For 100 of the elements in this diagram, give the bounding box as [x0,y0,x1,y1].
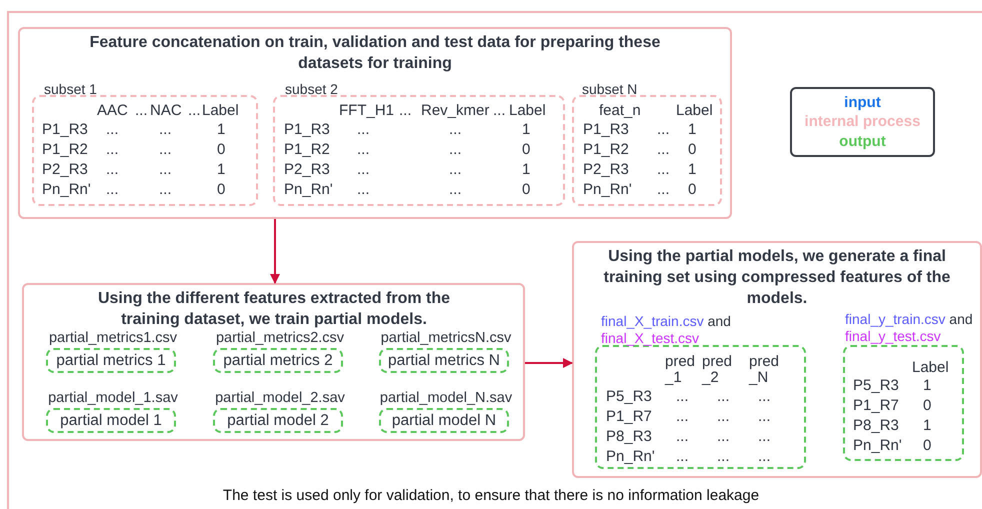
file-name: partial_model_1.sav [47,390,179,407]
column-header: Label [509,103,546,118]
column-header: Rev_kmer [421,103,490,118]
table-cell: ... [159,122,172,137]
box-label: partial metrics N [388,352,500,370]
row-label: P1_R3 [284,122,330,137]
row-label: P8_R3 [853,418,899,433]
process-panel [572,241,982,478]
file-name: final_X_train.csv [601,313,704,329]
process-panel [18,27,732,219]
column-header: ... [493,103,506,118]
file-name: partial_model_N.sav [378,390,514,407]
table-cell: 1 [522,122,530,137]
box-label: partial model 2 [227,412,329,430]
table-cell: 1 [923,378,932,393]
panel-heading: Using the different features extracted from the training dataset, we train partial models. [96,289,452,330]
column-header: AAC [97,103,128,118]
file-name: and [949,311,973,327]
row-label: Pn_Rn' [42,182,91,197]
row-label: P5_R3 [606,389,652,404]
table-cell: 0 [217,182,226,197]
table-cell: ... [449,182,462,197]
table-cell: ... [717,409,730,424]
table-caption: subset 2 [285,81,338,98]
table-cell: 0 [688,182,696,197]
column-header: FFT_H1 [339,103,394,118]
table-cell: ... [106,162,119,177]
row-label: Pn_Rn' [606,449,655,464]
table-cell: ... [449,142,462,157]
file-name: partial_model_2.sav [214,390,346,407]
table-cell: ... [106,122,119,137]
table-cell: 0 [688,142,696,157]
table-cell: ... [357,142,370,157]
table-cell: ... [717,429,730,444]
row-label: P1_R3 [42,122,88,137]
table-cell: 0 [923,398,932,413]
column-header: ... [135,103,148,118]
row-label: P2_R3 [583,162,629,177]
table-caption: subset N [582,81,638,98]
column-header: ... [399,103,412,118]
row-label: P1_R2 [42,142,88,157]
column-header: pred _1 [665,354,696,386]
row-label: Pn_Rn' [284,182,333,197]
table-cell: ... [657,162,670,177]
table-caption: subset 1 [44,81,97,98]
file-name: final_y_test.csv [845,328,941,344]
table-cell: 1 [522,162,530,177]
table-cell: ... [758,449,771,464]
file-name: partial_metrics1.csv [48,330,178,347]
file-name: partial_metrics2.csv [214,330,346,347]
row-label: P1_R7 [606,409,652,424]
table-cell: ... [676,389,689,404]
row-label: P2_R3 [42,162,88,177]
table-cell: ... [758,429,771,444]
file-name: and [708,313,731,329]
table-cell: ... [676,409,689,424]
column-header: NAC [150,103,182,118]
panel-heading: Using the partial models, we generate a final training set using compressed features of the models. [602,247,952,309]
table-cell: 0 [217,142,226,157]
table-cell: ... [717,449,730,464]
panel-heading: Feature concatenation on train, validation and test data for preparing these datasets for training [88,33,662,74]
table-cell: ... [657,142,670,157]
process-panel [22,283,525,441]
column-header: Label [912,360,949,375]
arrow [525,358,573,368]
row-label: P1_R2 [583,142,629,157]
box-label: partial model 1 [60,412,162,430]
column-header: feat_n [599,103,641,118]
table-cell: 0 [923,438,932,453]
table-cell: ... [676,449,689,464]
file-name: partial_metricsN.csv [380,330,512,347]
row-label: P1_R3 [583,122,629,137]
arrow [270,219,280,284]
table-cell: ... [106,182,119,197]
table-cell: ... [758,409,771,424]
table-cell: ... [758,389,771,404]
table-cell: ... [717,389,730,404]
table-cell: ... [159,182,172,197]
column-header: ... [188,103,201,118]
table-cell: ... [676,429,689,444]
table-cell: 0 [522,182,530,197]
table-cell: ... [106,142,119,157]
column-header: pred _2 [702,354,734,386]
table-cell: 1 [217,122,226,137]
row-label: P8_R3 [606,429,652,444]
box-label: partial metrics 1 [56,352,166,370]
row-label: Pn_Rn' [583,182,632,197]
table-cell: ... [449,162,462,177]
row-label: P1_R7 [853,398,899,413]
box-label: partial metrics 2 [223,352,333,370]
table-cell: 1 [688,122,696,137]
table-cell: ... [657,182,670,197]
row-label: Pn_Rn' [853,438,902,453]
table-cell: ... [449,122,462,137]
row-label: P2_R3 [284,162,330,177]
footnote: The test is used only for validation, to ensure that there is no information leakage [222,487,760,504]
table-cell: 1 [217,162,226,177]
table-cell: ... [357,182,370,197]
legend-entry: internal process [804,112,920,132]
table-cell: ... [357,122,370,137]
